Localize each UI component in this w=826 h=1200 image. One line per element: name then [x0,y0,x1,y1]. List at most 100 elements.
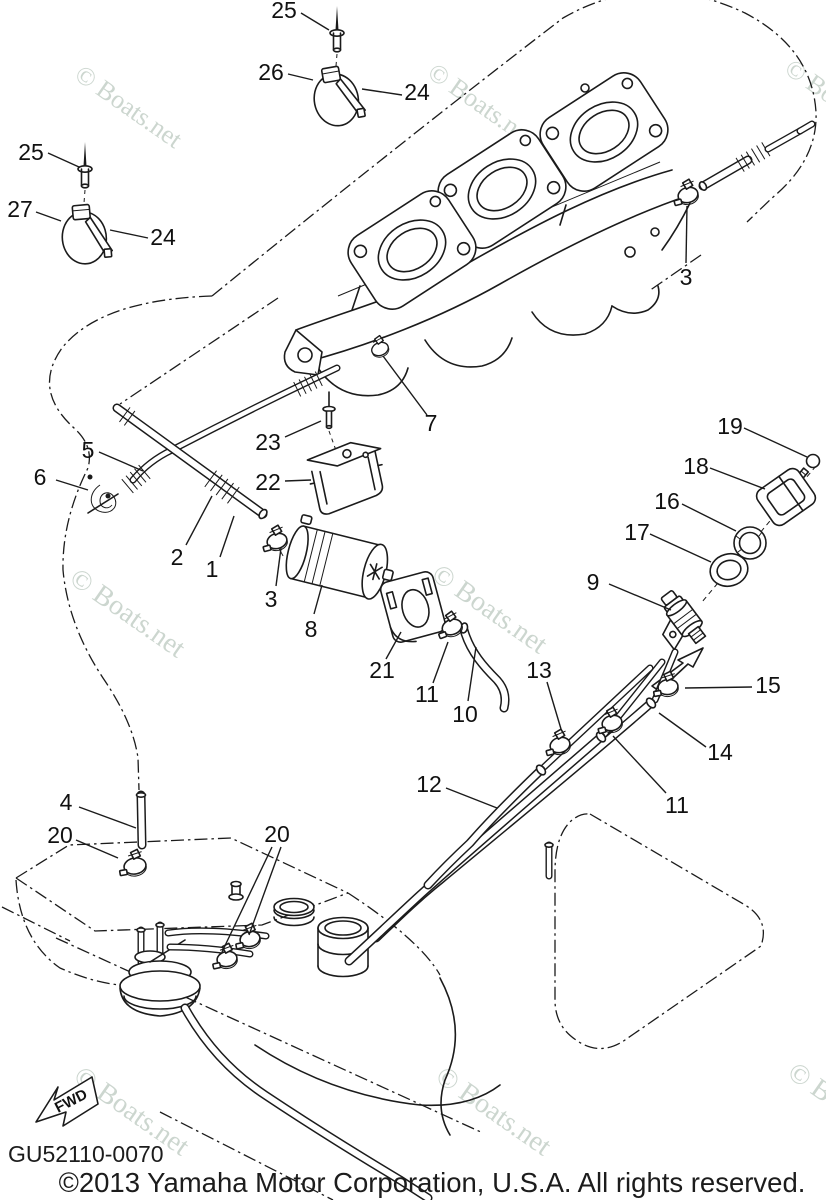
callout-leader-21 [385,631,402,660]
clip-6 [90,484,117,513]
callout-leader-2 [185,495,213,546]
pin-25-left [77,142,93,204]
callout-leader-1 [219,515,235,558]
callout-24: 24 [150,224,176,250]
fuel-pickup-assembly [119,921,201,1017]
callout-3: 3 [680,264,693,290]
callout-20: 20 [264,821,290,847]
pipe-2-ribs [204,470,240,504]
callout-5: 5 [82,437,95,463]
callout-27: 27 [7,196,33,222]
carb-flange-1 [539,72,669,192]
callout-leader-20 [75,839,119,859]
callout-leader-9 [608,583,672,611]
nut-16 [733,526,767,560]
callout-4: 4 [60,789,73,815]
callout-12: 12 [416,771,442,797]
clamp-3-mid [262,524,288,557]
carb-flange-3 [347,190,477,310]
clamp-20-hose-b [235,922,261,950]
callout-leader-25 [47,152,80,168]
fuel-filter-8 [285,514,394,600]
carb-flange-2 [437,129,567,249]
callout-leader-6 [55,479,89,491]
clamp-20-tank [118,848,147,877]
callout-25: 25 [271,0,297,23]
callout-25: 25 [18,139,44,165]
callout-leader-16 [681,503,737,532]
callout-leader-3 [275,547,282,587]
throttle-cable [87,364,341,514]
hose-4 [135,790,147,850]
callout-leader-27 [35,211,62,222]
callout-23: 23 [255,429,281,455]
callout-14: 14 [707,739,733,765]
fwd-arrow: FWD [35,1076,99,1127]
callout-leader-20 [248,846,282,936]
callout-leader-15 [684,686,753,689]
lever-18 [755,467,817,527]
callout-15: 15 [755,672,781,698]
clamp-11-hose [597,706,623,735]
cable-ferrule-ribs [293,371,323,397]
callout-leader-11 [432,641,449,684]
callout-leader-12 [445,787,498,809]
callout-leader-17 [649,533,712,563]
bracket-22 [306,441,384,515]
band-clamp-26 [313,65,366,127]
callout-leader-24 [109,229,149,239]
screw-23 [322,391,339,457]
fuel-pipe-1-2 [112,403,268,520]
callout-leader-3 [685,205,688,264]
clamp-13 [545,728,571,757]
cable-ribs [735,142,771,172]
callout-leader-22 [284,479,312,482]
callout-10: 10 [452,701,478,727]
watermark-text: © Boats.net [430,1060,557,1162]
fuel-hoses-bundle [344,648,679,966]
callout-leader-14 [658,712,707,748]
callout-leader-13 [546,681,562,730]
washer-17 [709,552,749,588]
callout-leader-19 [743,427,808,458]
callout-7: 7 [425,410,438,436]
band-clamp-27 [61,203,114,265]
callout-9: 9 [587,569,600,595]
valve-9 [660,590,707,651]
watermark-text: © Boats.net [426,558,553,660]
fuel-hose-top-right [661,120,816,251]
callout-26: 26 [258,59,284,85]
filler-neck-small [273,897,315,927]
hose-clamps [118,178,699,970]
watermark-text: © Boats.net [780,53,826,148]
carburetor-assembly [283,72,691,397]
hose-10 [459,622,510,713]
callout-11: 11 [665,792,689,818]
callout-leader-5 [98,451,144,472]
callout-leader-24 [361,88,403,96]
callout-3: 3 [265,586,278,612]
callout-18: 18 [683,453,709,479]
callout-1: 1 [206,556,219,582]
copyright-line: ©2013 Yamaha Motor Corporation, U.S.A. A… [59,1167,806,1198]
callout-leader-18 [709,467,766,490]
callout-leader-20 [221,846,273,953]
callout-21: 21 [369,657,395,683]
callout-20: 20 [47,822,73,848]
callout-11: 11 [415,681,439,707]
filter-holder-21 [379,571,447,643]
watermark-text: © Boats.net [64,562,191,664]
callout-16: 16 [654,488,680,514]
callout-13: 13 [526,657,552,683]
pipe-5-ribs [121,464,151,494]
callout-leader-26 [287,73,314,81]
callout-leader-4 [78,806,137,829]
callout-leader-25 [300,12,330,31]
callout-leader-23 [284,420,322,438]
clamp-11-filter [438,610,463,640]
clamp-7 [371,334,390,358]
callout-6: 6 [34,464,47,490]
